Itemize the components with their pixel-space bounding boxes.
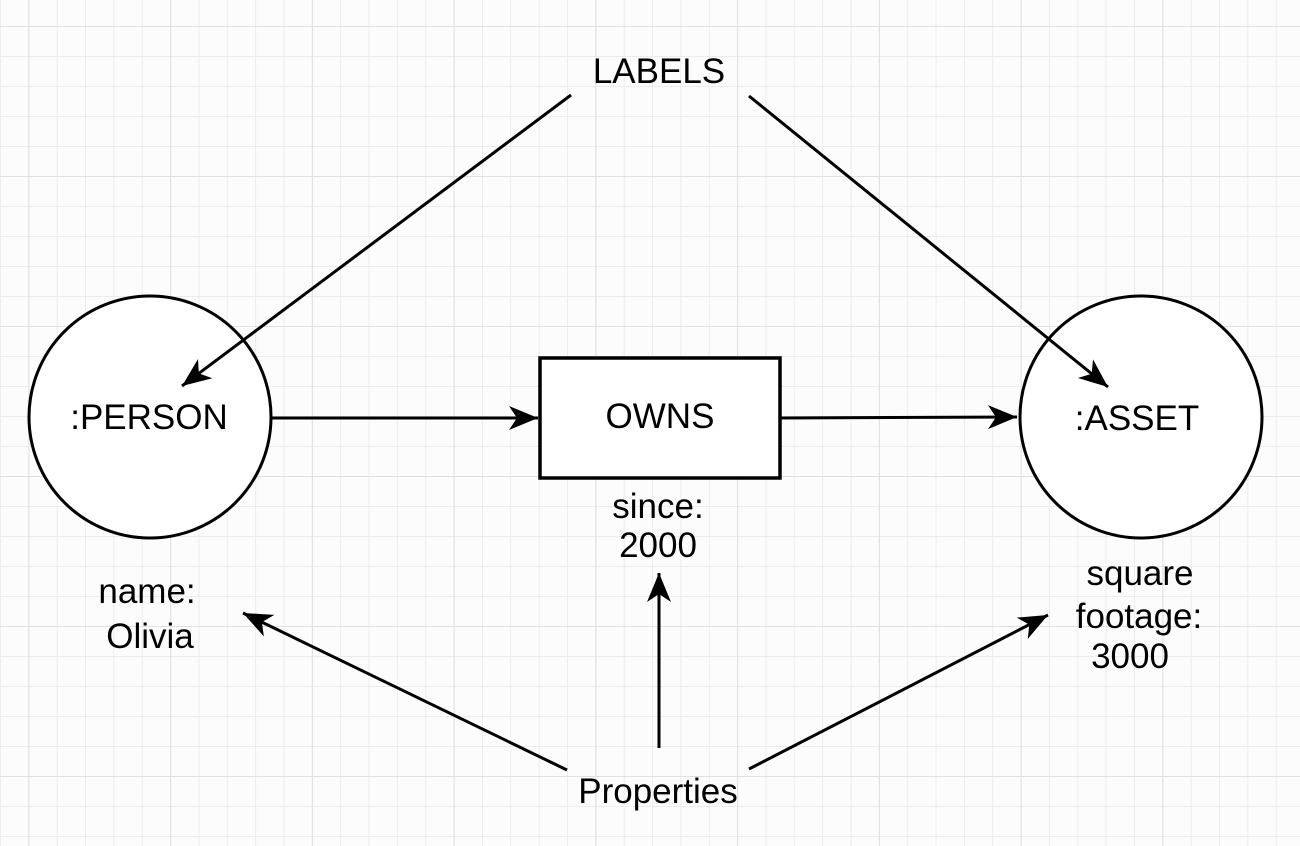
since-property-key: since: bbox=[612, 487, 703, 526]
footage-property-line1: square bbox=[1086, 554, 1193, 593]
arrow-owns-to-asset bbox=[779, 405, 1018, 430]
owns-relationship-box bbox=[538, 356, 782, 480]
labels-annotation: LABELS bbox=[593, 52, 725, 91]
owns-relationship-label: OWNS bbox=[606, 397, 715, 436]
arrow-properties-to-footage bbox=[748, 613, 1049, 771]
since-property-value: 2000 bbox=[619, 526, 697, 565]
properties-annotation: Properties bbox=[578, 772, 738, 811]
name-property-value: Olivia bbox=[106, 617, 194, 656]
asset-node-label: :ASSET bbox=[1075, 399, 1199, 438]
asset-node-circle bbox=[1018, 294, 1264, 540]
arrow-labels-to-asset bbox=[748, 94, 1109, 389]
footage-property-value: 3000 bbox=[1091, 637, 1169, 676]
footage-property-line2: footage: bbox=[1076, 597, 1203, 636]
person-node-label: :PERSON bbox=[70, 398, 228, 437]
arrow-properties-to-name bbox=[242, 611, 568, 772]
name-property-key: name: bbox=[98, 572, 195, 611]
arrow-labels-to-person bbox=[181, 93, 572, 388]
